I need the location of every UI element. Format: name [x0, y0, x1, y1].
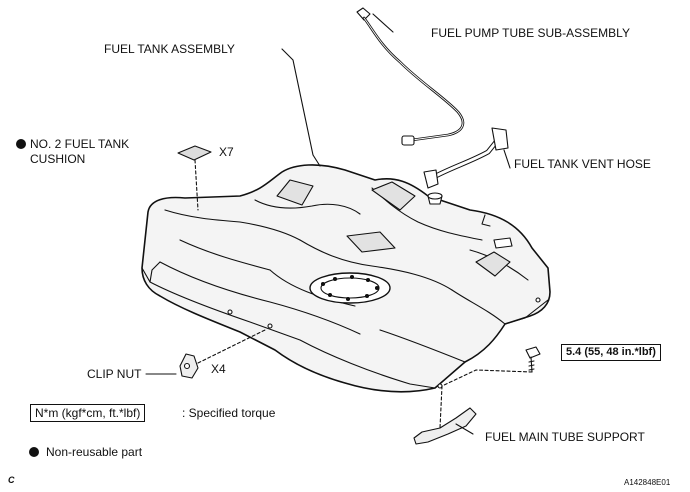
fuel-main-tube-support-part: [413, 407, 477, 445]
figure-id: A142848E01: [624, 478, 671, 487]
fuel-main-tube-support-label: FUEL MAIN TUBE SUPPORT: [485, 430, 645, 444]
non-reusable-marker-icon: [16, 139, 26, 149]
non-reusable-legend-icon: [29, 447, 39, 457]
torque-units-legend: N*m (kgf*cm, ft.*lbf): [30, 404, 146, 422]
fuel-pump-tube-part: [356, 7, 465, 146]
bolt-part: [525, 346, 541, 373]
clip-nut-label: CLIP NUT: [87, 367, 142, 381]
non-reusable-legend-label: Non-reusable part: [46, 445, 143, 459]
installation-dashed-lines: [194, 159, 533, 429]
fuel-tank-vent-hose-label: FUEL TANK VENT HOSE: [514, 157, 651, 171]
clip-nut-quantity: X4: [211, 362, 226, 376]
fuel-tank-cushion-part: [177, 145, 212, 161]
leader-lines: [145, 13, 511, 435]
fuel-tank-assembly-part: [141, 164, 551, 393]
clip-nut-part: [179, 353, 199, 379]
corner-letter: C: [8, 475, 15, 485]
cushion-quantity: X7: [219, 145, 234, 159]
cushion-label-line1: NO. 2 FUEL TANK: [30, 137, 130, 151]
bolt-torque-value: 5.4 (55, 48 in.*lbf): [561, 344, 661, 361]
fuel-pump-tube-label: FUEL PUMP TUBE SUB-ASSEMBLY: [431, 26, 630, 40]
cushion-label-line2: CUSHION: [30, 152, 86, 166]
torque-legend-description: : Specified torque: [182, 406, 276, 420]
fuel-tank-vent-hose-part: [423, 127, 509, 189]
fuel-tank-assembly-label: FUEL TANK ASSEMBLY: [104, 42, 235, 56]
